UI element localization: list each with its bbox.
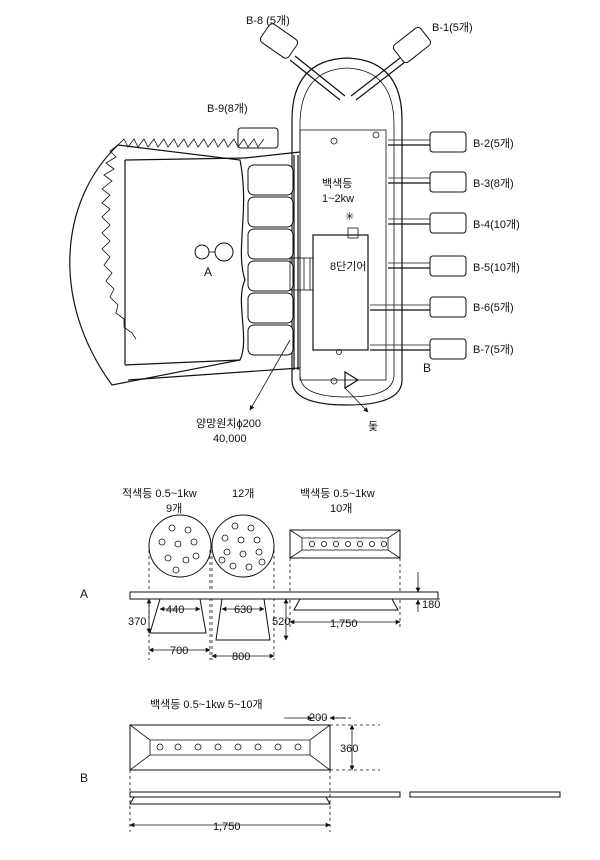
red-lamp-bulbs xyxy=(158,524,200,574)
buoy-b3-lamp xyxy=(429,171,467,193)
deck-fitting xyxy=(372,131,380,139)
red-lamp-count: 9개 xyxy=(166,502,182,515)
white-lamp-a-plate xyxy=(289,529,401,559)
gear-box xyxy=(312,234,369,351)
buoy-b5-lamp xyxy=(429,255,467,277)
winch-label: 양망원치ϕ200 xyxy=(196,417,261,430)
winch-stack xyxy=(247,155,319,370)
white-lamp-label: 백색등 xyxy=(322,177,352,190)
white-lamp-b-plate xyxy=(129,724,331,771)
gear-label: 8단기어 xyxy=(330,260,366,273)
dim-800: 800 xyxy=(232,651,250,663)
dim-360: 360 xyxy=(340,743,358,755)
boom-b1 xyxy=(355,61,406,101)
net-boom xyxy=(127,367,301,381)
white-lamp-a-profile xyxy=(293,598,399,611)
point-a-marker xyxy=(194,244,210,260)
white-lamp-a-label: 백색등 0.5~1kw xyxy=(300,487,375,500)
boom-b8 xyxy=(289,59,341,101)
buoy-b7-label: B-7(5개) xyxy=(473,343,514,356)
dim-520: 520 xyxy=(272,616,290,628)
right-booms xyxy=(370,131,467,360)
lamp-12-label: 12개 xyxy=(232,487,254,500)
buoy-b2-lamp xyxy=(429,131,467,153)
point-a-marker xyxy=(214,242,234,262)
net-sawtooth xyxy=(117,138,265,148)
net-sawtooth-left xyxy=(101,144,137,340)
white-lamp-b-bulbs xyxy=(156,743,302,751)
lamp-12-plate xyxy=(211,514,275,578)
deck-fitting xyxy=(330,377,338,385)
boom-b8-2 xyxy=(294,55,346,97)
net-outline xyxy=(69,144,246,386)
detail-b-label: B xyxy=(80,771,88,785)
spark-icon: ✳ xyxy=(345,211,354,223)
dim-1750-a: 1,750 xyxy=(330,618,358,630)
buoy-b8-label: B-8 (5개) xyxy=(246,14,290,27)
detail-a: A 적색등 0.5~1kw 9개 12개 백색등 0.5~1kw 10개 xyxy=(80,487,440,663)
white-lamp-power: 1~2kw xyxy=(322,193,354,205)
net-frame xyxy=(124,157,246,161)
dim-630: 630 xyxy=(234,604,252,616)
boom-b1-2 xyxy=(350,57,401,97)
detail-b: 백색등 0.5~1kw 5~10개 B 200 360 1,750 xyxy=(80,698,561,833)
red-lamp-label: 적색등 0.5~1kw xyxy=(122,487,197,500)
detail-a-label: A xyxy=(80,587,88,601)
buoy-b1-label: B-1(5개) xyxy=(432,21,473,34)
white-lamp-a-count: 10개 xyxy=(330,502,352,515)
hull-outline xyxy=(291,57,403,406)
white-lamp-a-bulbs xyxy=(308,541,387,548)
net-frame xyxy=(124,359,241,366)
buoy-b7-lamp xyxy=(429,338,467,360)
dim-440: 440 xyxy=(166,604,184,616)
boom-a xyxy=(129,591,439,600)
dim-180: 180 xyxy=(422,599,440,611)
sail-icon xyxy=(344,370,360,390)
buoy-b2-label: B-2(5개) xyxy=(473,137,514,150)
buoy-b6-label: B-6(5개) xyxy=(473,301,514,314)
buoy-b5-label: B-5(10개) xyxy=(473,261,520,274)
sail-label: 돛 xyxy=(368,421,378,433)
point-b-label: B xyxy=(423,361,431,375)
deck-house xyxy=(299,129,387,381)
buoy-b4-label: B-4(10개) xyxy=(473,218,520,231)
deck-fitting xyxy=(330,137,338,145)
boom-b xyxy=(129,791,401,798)
dim-700: 700 xyxy=(170,645,188,657)
dim-1750-b: 1,750 xyxy=(213,821,241,833)
net-boom xyxy=(244,151,301,159)
buoy-b3-label: B-3(8개) xyxy=(473,177,514,190)
buoy-b9-lamp xyxy=(237,127,279,149)
buoy-b8-lamp xyxy=(259,23,299,59)
buoy-b6-lamp xyxy=(429,296,467,318)
vessel-plan: B-8 (5개) B-1(5개) B-2(5개) B-3(8개) B-4(10개… xyxy=(69,14,520,445)
buoy-b9-label: B-9(8개) xyxy=(207,102,248,115)
white-lamp-b-label: 백색등 0.5~1kw 5~10개 xyxy=(150,698,263,711)
lamp-12-bulbs xyxy=(218,522,266,571)
buoy-b4-lamp xyxy=(429,212,467,234)
dim-370: 370 xyxy=(128,616,146,628)
dim-200: 200 xyxy=(309,712,327,724)
buoy-b1-lamp xyxy=(392,26,432,64)
white-lamp-b-profile xyxy=(129,796,331,805)
winch-value: 40,000 xyxy=(213,433,247,445)
point-a-label: A xyxy=(204,265,212,279)
